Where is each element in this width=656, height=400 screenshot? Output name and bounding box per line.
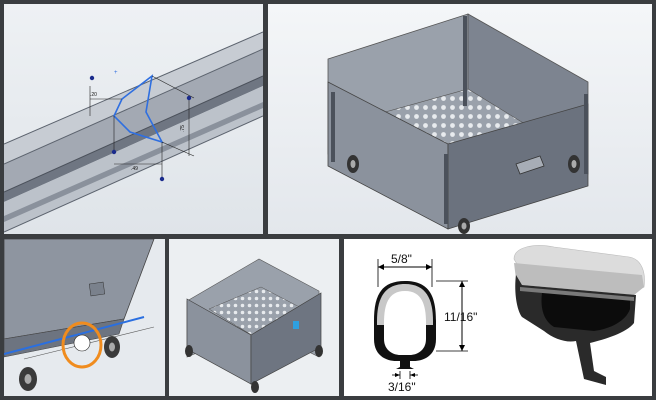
highlight-circle [61,321,103,369]
seal-height-label: 11/16" [444,310,477,324]
dim-bottom-label[interactable]: .49 [131,166,138,172]
rail-side-face [4,76,263,202]
rail-back-lip [4,32,263,164]
caster-wheel [251,381,259,393]
sketch-point[interactable] [89,75,95,81]
sketch-point[interactable] [159,176,165,182]
cart-bin-small-viewport[interactable] [169,239,339,396]
cart-bin-edge-viewport[interactable] [4,239,165,396]
caster-wheel [347,155,359,173]
dim-right-label[interactable]: .75 [180,125,186,132]
seal-base-label: 3/16" [388,380,416,394]
dim-left-label[interactable]: .20 [90,92,97,98]
seal-profile-panel: 5/8" 11/16" 3/16" [344,239,652,396]
caster-wheel [185,345,193,357]
cart-bin-small-panel [169,239,339,396]
seal-photo [513,245,645,385]
rail-top-face [4,49,263,192]
caster-wheel [104,336,120,358]
sketch-rail-panel: + .20 .75 .49 [4,4,263,234]
caster-wheel [315,345,323,357]
caster-wheel [568,155,580,173]
seal-profile-figure: 5/8" 11/16" 3/16" [344,239,652,396]
cart-bin-large-panel [268,4,652,234]
bin-handle [515,155,545,175]
cart-bin-large-viewport[interactable] [268,4,652,234]
svg-text:+: + [114,70,118,76]
rail-groove [4,102,263,222]
cart-bin-edge-detail-panel [4,239,165,396]
seal-width-label: 5/8" [391,252,412,266]
sketch-point[interactable] [111,149,117,155]
sketch-point[interactable] [186,95,192,101]
rail-sketch-viewport[interactable]: + .20 .75 .49 [4,4,263,234]
caster-wheel [19,367,37,391]
caster-wheel [458,218,470,234]
